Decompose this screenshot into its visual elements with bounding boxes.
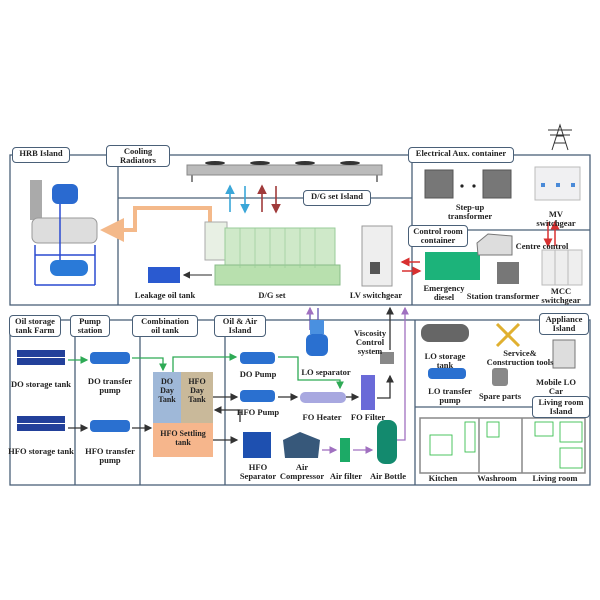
label-do-pump: DO Pump bbox=[239, 369, 277, 379]
section-electrical-aux-container: Electrical Aux. container bbox=[408, 147, 514, 163]
hfo-storage-tank-icon bbox=[17, 416, 65, 431]
lo-storage-tank-icon bbox=[421, 324, 469, 342]
lv-switchgear-icon bbox=[361, 225, 393, 287]
air-filter-icon bbox=[340, 438, 350, 462]
label-hfo-separator: HFO Separator bbox=[239, 462, 277, 481]
label-lo-storage-tank: LO storage tank bbox=[424, 351, 466, 370]
emergency-diesel-icon bbox=[425, 252, 480, 280]
label-living-room: Living room bbox=[532, 473, 578, 483]
do-day-tank-block bbox=[153, 372, 181, 423]
label-air-filter: Air filter bbox=[329, 471, 363, 481]
label-do-day-tank: DO Day Tank bbox=[158, 377, 176, 404]
label-air-bottle: Air Bottle bbox=[370, 471, 406, 481]
mobile-lo-car-icon bbox=[552, 339, 576, 369]
leakage-oil-tank-icon bbox=[148, 267, 180, 283]
section-appliance-island: Appliance Island bbox=[539, 313, 589, 335]
label-hfo-storage-tank: HFO storage tank bbox=[8, 446, 74, 456]
label-step-up-transformer: Step-up transformer bbox=[447, 202, 493, 221]
station-transformer-icon bbox=[497, 262, 519, 284]
pump-icons bbox=[90, 352, 466, 432]
label-leakage-oil-tank: Leakage oil tank bbox=[134, 290, 196, 300]
label-lv-switchgear: LV switchgear bbox=[349, 290, 403, 300]
label-spare-parts: Spare parts bbox=[478, 391, 522, 401]
hfo-day-tank-block bbox=[181, 372, 213, 423]
label-service-tools: Service& Construction tools bbox=[486, 348, 554, 367]
transmission-tower-icon bbox=[548, 123, 572, 151]
section-oil-air-island: Oil & Air Island bbox=[214, 315, 266, 337]
mv-switchgear-icon bbox=[534, 166, 581, 201]
label-mcc-switchgear: MCC switchgear bbox=[541, 286, 581, 305]
dg-set-icon bbox=[204, 221, 341, 286]
label-washroom: Washroom bbox=[477, 473, 517, 483]
label-mv-switchgear: MV switchgear bbox=[536, 209, 576, 228]
hfo-separator-icon bbox=[243, 432, 271, 458]
label-centre-control: Centre control bbox=[515, 241, 569, 251]
label-do-storage-tank: DO storage tank bbox=[11, 379, 71, 389]
hfo-settling-tank-block bbox=[153, 423, 213, 457]
living-room-floorplan bbox=[419, 417, 586, 474]
section-pump-station: Pump station bbox=[70, 315, 110, 337]
label-fo-heater: FO Heater bbox=[302, 412, 342, 422]
spare-parts-icon bbox=[492, 368, 508, 386]
label-lo-transfer-pump: LO transfer pump bbox=[428, 386, 472, 405]
section-hrb-island: HRB Island bbox=[12, 147, 70, 163]
step-up-transformer-icon bbox=[424, 169, 512, 199]
label-hfo-settling-tank: HFO Settling tank bbox=[160, 429, 206, 447]
label-lo-separator: LO separator bbox=[301, 367, 351, 377]
section-living-room-island: Living room Island bbox=[532, 396, 590, 418]
label-hfo-pump: HFO Pump bbox=[236, 407, 280, 417]
section-control-room-container: Control room container bbox=[408, 225, 468, 247]
section-dg-set-island: D/G set Island bbox=[303, 190, 371, 206]
air-compressor-icon bbox=[283, 432, 320, 458]
cooling-radiator-icon bbox=[186, 161, 383, 182]
electric-arrows-lv bbox=[400, 220, 560, 276]
fo-filter-icon bbox=[361, 375, 375, 410]
section-combination-oil-tank: Combination oil tank bbox=[132, 315, 198, 337]
label-air-compressor: Air Compressor bbox=[279, 462, 325, 481]
service-tools-icon bbox=[495, 322, 521, 348]
label-mobile-lo-car: Mobile LO Car bbox=[536, 377, 576, 396]
section-cooling-radiators: Cooling Radiators bbox=[106, 145, 170, 167]
exhaust-heat-arrow bbox=[100, 206, 212, 242]
section-oil-storage-tank-farm: Oil storage tank Farm bbox=[9, 315, 61, 337]
label-hfo-day-tank: HFO Day Tank bbox=[188, 377, 206, 404]
label-kitchen: Kitchen bbox=[428, 473, 458, 483]
air-bottle-icon bbox=[377, 420, 397, 464]
do-storage-tank-icon bbox=[17, 350, 65, 365]
label-dg-set: D/G set bbox=[258, 290, 286, 300]
fo-heater-icon bbox=[300, 392, 346, 403]
label-viscosity-control-system: Viscosity Control system bbox=[353, 328, 387, 356]
label-fo-filter: FO Filter bbox=[350, 412, 386, 422]
hrb-boiler-icon bbox=[30, 180, 98, 286]
label-station-transformer: Station transformer bbox=[466, 291, 540, 301]
bottom-frame bbox=[9, 319, 591, 486]
centre-control-icon bbox=[476, 233, 513, 256]
mcc-switchgear-icon bbox=[541, 249, 583, 286]
label-emergency-diesel: Emergency diesel bbox=[423, 283, 465, 302]
label-do-transfer-pump: DO transfer pump bbox=[87, 376, 133, 395]
cooling-water-arrows bbox=[225, 184, 281, 214]
viscosity-control-icon bbox=[380, 352, 394, 364]
label-hfo-transfer-pump: HFO transfer pump bbox=[85, 446, 135, 465]
lo-separator-icon bbox=[306, 320, 328, 356]
